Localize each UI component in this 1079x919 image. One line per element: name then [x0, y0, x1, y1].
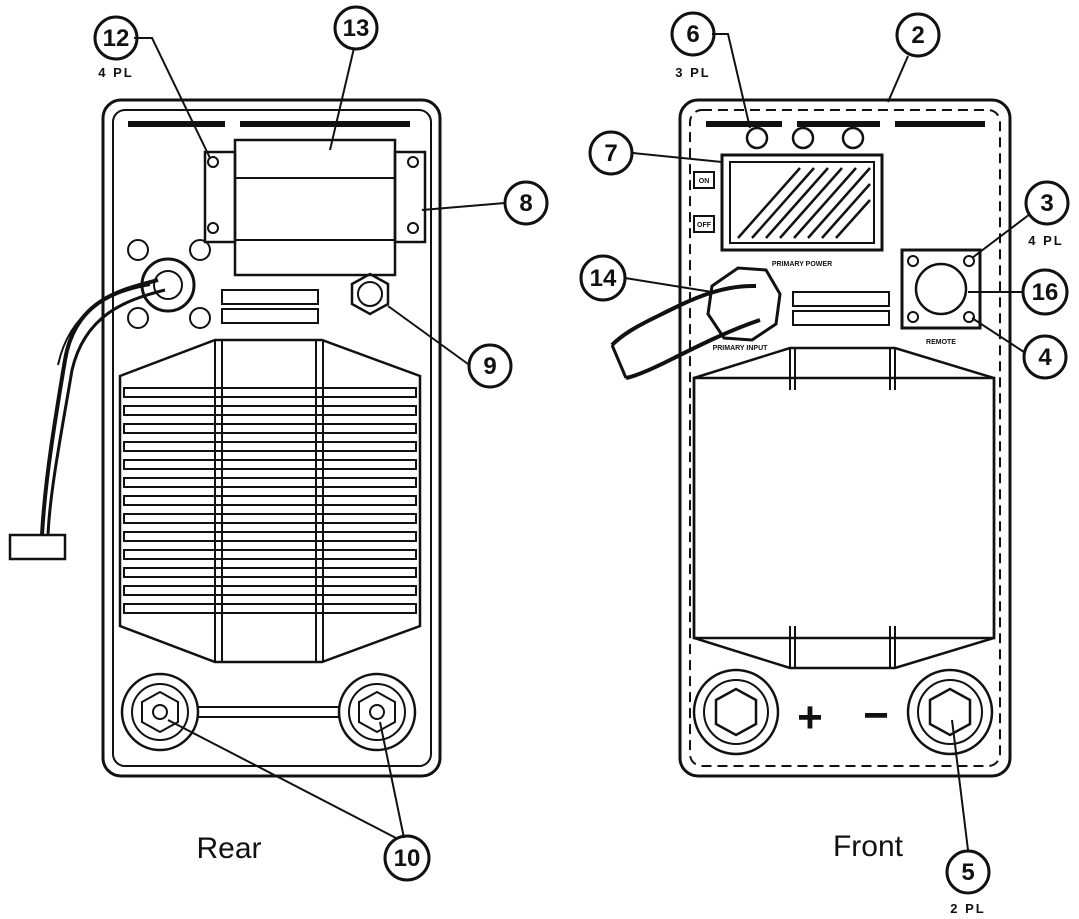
wire-harness: [8, 278, 166, 561]
rear-cable-entry: [127, 239, 211, 329]
remote-receptacle: REMOTE: [900, 248, 982, 346]
callout-8-number: 8: [519, 190, 532, 217]
front-panel: ON OFF PRIMARY POWER PRIMARY INPUT REMOT…: [610, 98, 1012, 778]
grille-slat: [123, 387, 417, 398]
grille-slat: [123, 405, 417, 416]
callout-12: 12 4 PL: [93, 15, 139, 80]
callout-9-number: 9: [483, 353, 496, 380]
callout-8: 8: [503, 180, 549, 226]
callout-6-number: 6: [686, 21, 699, 48]
callout-14-number: 14: [590, 265, 617, 292]
callout-6: 6 3 PL: [670, 11, 716, 80]
rear-output-studs: [120, 672, 417, 752]
primary-power-switch: ON OFF PRIMARY POWER: [693, 153, 884, 268]
callout-2: 2: [895, 12, 941, 58]
grille-slat: [123, 441, 417, 452]
front-output-terminals: + −: [692, 668, 994, 756]
callout-7-number: 7: [604, 140, 617, 167]
callout-5-qty: 2 PL: [950, 901, 985, 916]
primary-input-label: PRIMARY INPUT: [713, 345, 769, 352]
callout-3-qty: 4 PL: [1028, 233, 1063, 248]
front-cover-panel: [692, 346, 996, 670]
callout-13: 13: [333, 5, 379, 51]
primary-power-label: PRIMARY POWER: [772, 261, 832, 268]
callout-14: 14: [579, 254, 627, 302]
callout-10: 10: [383, 834, 431, 882]
off-label: OFF: [697, 222, 712, 229]
callout-2-number: 2: [911, 22, 924, 49]
minus-sign: −: [863, 691, 889, 740]
grille-slat: [123, 585, 417, 596]
rear-vent-grille: [118, 338, 422, 664]
front-indicator-lights: [745, 126, 865, 150]
grille-slat: [123, 495, 417, 506]
callout-5: 5 2 PL: [945, 849, 991, 916]
rear-panel: [8, 98, 442, 778]
front-view-title: Front: [833, 830, 904, 863]
remote-label: REMOTE: [926, 339, 956, 346]
callout-16-number: 16: [1032, 279, 1059, 306]
rear-hex-fitting: [350, 272, 390, 316]
grille-slat: [123, 459, 417, 470]
rear-transformer: [203, 138, 427, 277]
callout-12-number: 12: [103, 25, 130, 52]
grille-slat: [123, 549, 417, 560]
callout-4-number: 4: [1038, 344, 1052, 371]
callout-4: 4: [1022, 334, 1068, 380]
plus-sign: +: [797, 693, 823, 742]
callout-13-number: 13: [343, 15, 370, 42]
callout-16: 16: [1021, 268, 1069, 316]
callout-3: 3 4 PL: [1024, 180, 1070, 248]
grille-slat: [123, 513, 417, 524]
on-label: ON: [699, 178, 710, 185]
callout-9: 9: [467, 343, 513, 389]
callout-12-qty: 4 PL: [98, 65, 133, 80]
grille-slat: [123, 603, 417, 614]
callout-6-qty: 3 PL: [675, 65, 710, 80]
grille-slat: [123, 477, 417, 488]
grille-slat: [123, 531, 417, 542]
callout-3-number: 3: [1040, 190, 1053, 217]
primary-input-connector: PRIMARY INPUT: [610, 266, 782, 380]
leader-lines: [134, 33, 1031, 851]
callout-7: 7: [588, 130, 634, 176]
callout-10-number: 10: [394, 845, 421, 872]
grille-slat: [123, 423, 417, 434]
callout-5-number: 5: [961, 859, 974, 886]
grille-slat: [123, 567, 417, 578]
rear-view-title: Rear: [196, 832, 261, 865]
